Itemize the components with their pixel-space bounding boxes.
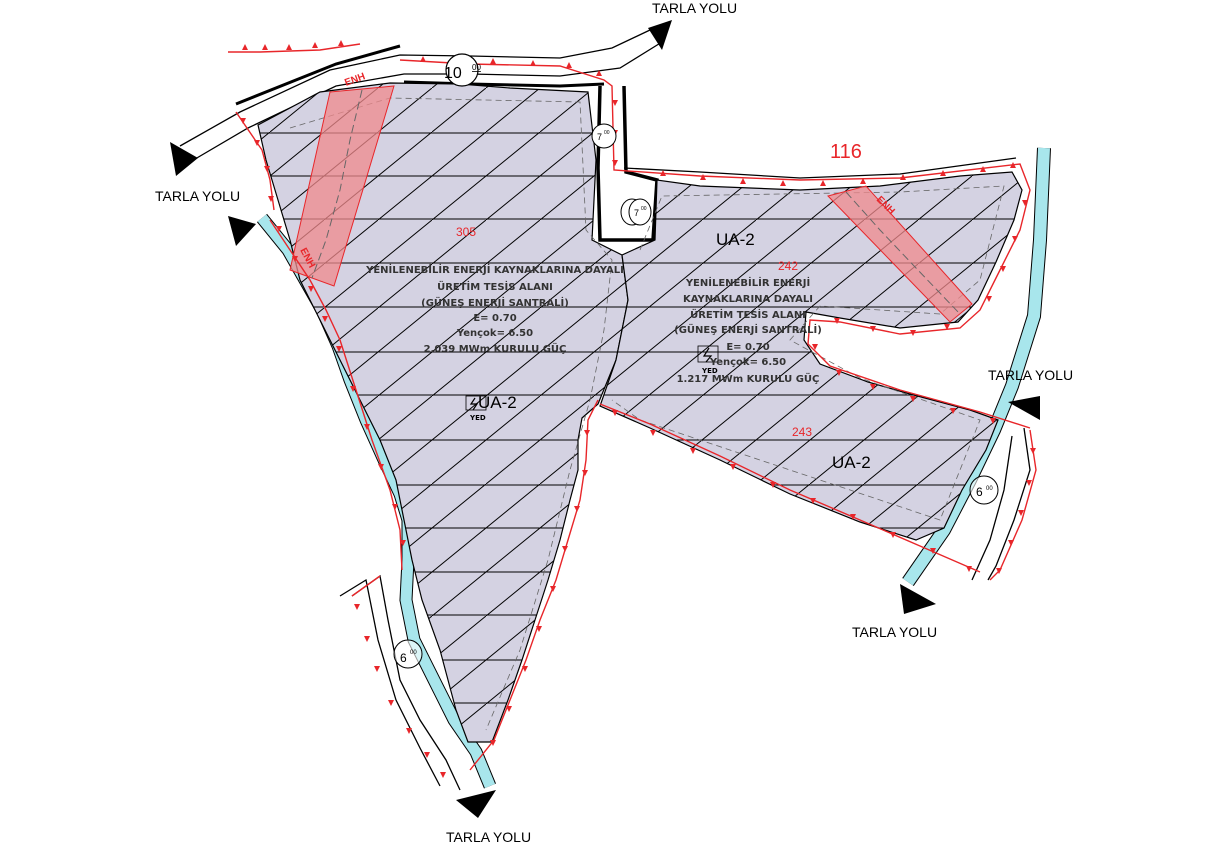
setback-lines bbox=[289, 97, 1005, 731]
road-label-west: TARLA YOLU bbox=[155, 188, 240, 204]
road-inner bbox=[596, 85, 1017, 242]
yed-symbol-west: YED bbox=[465, 395, 487, 422]
arrow-southeast bbox=[900, 584, 936, 614]
arrow-northwest bbox=[170, 142, 198, 176]
svg-text:(GÜNEŞ ENERJİ SANTRALİ): (GÜNEŞ ENERJİ SANTRALİ) bbox=[674, 322, 822, 336]
road-label-north: TARLA YOLU bbox=[652, 0, 737, 16]
svg-text:(GÜNEŞ ENERJİ SANTRALİ): (GÜNEŞ ENERJİ SANTRALİ) bbox=[421, 295, 569, 309]
svg-text:YED: YED bbox=[701, 367, 718, 375]
svg-text:00: 00 bbox=[986, 486, 993, 492]
road-width-southwest: 6 00 bbox=[393, 639, 423, 669]
road-label-east: TARLA YOLU bbox=[988, 367, 1073, 383]
svg-text:7: 7 bbox=[597, 132, 602, 142]
svg-text:Yençok= 6.50: Yençok= 6.50 bbox=[456, 328, 533, 339]
svg-text:Yençok= 6.50: Yençok= 6.50 bbox=[709, 357, 786, 368]
arrow-east bbox=[1008, 396, 1040, 420]
svg-text:E= 0.70: E= 0.70 bbox=[726, 342, 769, 353]
road-width-southeast: 6 00 bbox=[969, 475, 999, 505]
arrow-west bbox=[228, 216, 256, 246]
svg-text:00: 00 bbox=[604, 130, 610, 136]
svg-text:00: 00 bbox=[472, 63, 481, 72]
zone-code-east-bottom: UA-2 bbox=[832, 453, 871, 472]
svg-text:ÜRETİM TESİS ALANI: ÜRETİM TESİS ALANI bbox=[437, 279, 553, 293]
svg-text:6: 6 bbox=[976, 485, 983, 499]
road-north bbox=[179, 29, 663, 163]
enh-band-west bbox=[289, 85, 395, 287]
zone-note-west: YENİLENEBİLİR ENERJİ KAYNAKLARINA DAYALI… bbox=[365, 262, 624, 355]
zone-note-east: YENİLENEBİLİR ENERJİ KAYNAKLARINA DAYALI… bbox=[674, 275, 822, 385]
arrow-south bbox=[456, 790, 496, 818]
parcel-number: 116 bbox=[830, 141, 862, 163]
stream-east bbox=[902, 147, 1051, 586]
area-west: 305 bbox=[456, 225, 476, 239]
road-width-north: 10 00 bbox=[444, 53, 481, 87]
arrow-north bbox=[648, 20, 672, 50]
svg-text:E= 0.70: E= 0.70 bbox=[473, 313, 516, 324]
area-east-bottom: 243 bbox=[792, 425, 812, 439]
enh-band-east bbox=[827, 185, 973, 323]
svg-text:1.217 MWm KURULU GÜÇ: 1.217 MWm KURULU GÜÇ bbox=[677, 371, 820, 385]
yed-symbol-east: YED bbox=[697, 345, 719, 375]
road-width-inner-2: 7 00 bbox=[620, 198, 652, 226]
svg-text:KAYNAKLARINA DAYALI: KAYNAKLARINA DAYALI bbox=[683, 294, 813, 305]
road-label-south: TARLA YOLU bbox=[446, 829, 531, 845]
svg-text:00: 00 bbox=[641, 206, 647, 212]
plan-boundary bbox=[228, 43, 1037, 771]
road-width-inner: 7 00 bbox=[591, 123, 617, 149]
road-labels: TARLA YOLU TARLA YOLU TARLA YOLU TARLA Y… bbox=[155, 0, 1073, 845]
svg-text:6: 6 bbox=[400, 651, 407, 665]
svg-text:ÜRETİM TESİS ALANI: ÜRETİM TESİS ALANI bbox=[690, 307, 806, 321]
svg-text:2.039 MWm KURULU GÜÇ: 2.039 MWm KURULU GÜÇ bbox=[424, 341, 567, 355]
zone-code-east-top: UA-2 bbox=[716, 230, 755, 249]
svg-text:00: 00 bbox=[410, 650, 417, 656]
svg-text:YENİLENEBİLİR ENERJİ KAYNAKLAR: YENİLENEBİLİR ENERJİ KAYNAKLARINA DAYALI bbox=[365, 262, 624, 276]
road-southeast bbox=[971, 427, 1031, 581]
svg-text:YED: YED bbox=[469, 414, 486, 422]
svg-text:10: 10 bbox=[444, 65, 462, 82]
svg-text:YENİLENEBİLİR ENERJİ: YENİLENEBİLİR ENERJİ bbox=[685, 275, 810, 289]
area-east-top: 242 bbox=[778, 259, 798, 273]
svg-text:7: 7 bbox=[634, 208, 639, 218]
road-label-southeast: TARLA YOLU bbox=[852, 624, 937, 640]
road-arrows bbox=[170, 20, 1040, 818]
zone-code-west: UA-2 bbox=[478, 393, 517, 412]
